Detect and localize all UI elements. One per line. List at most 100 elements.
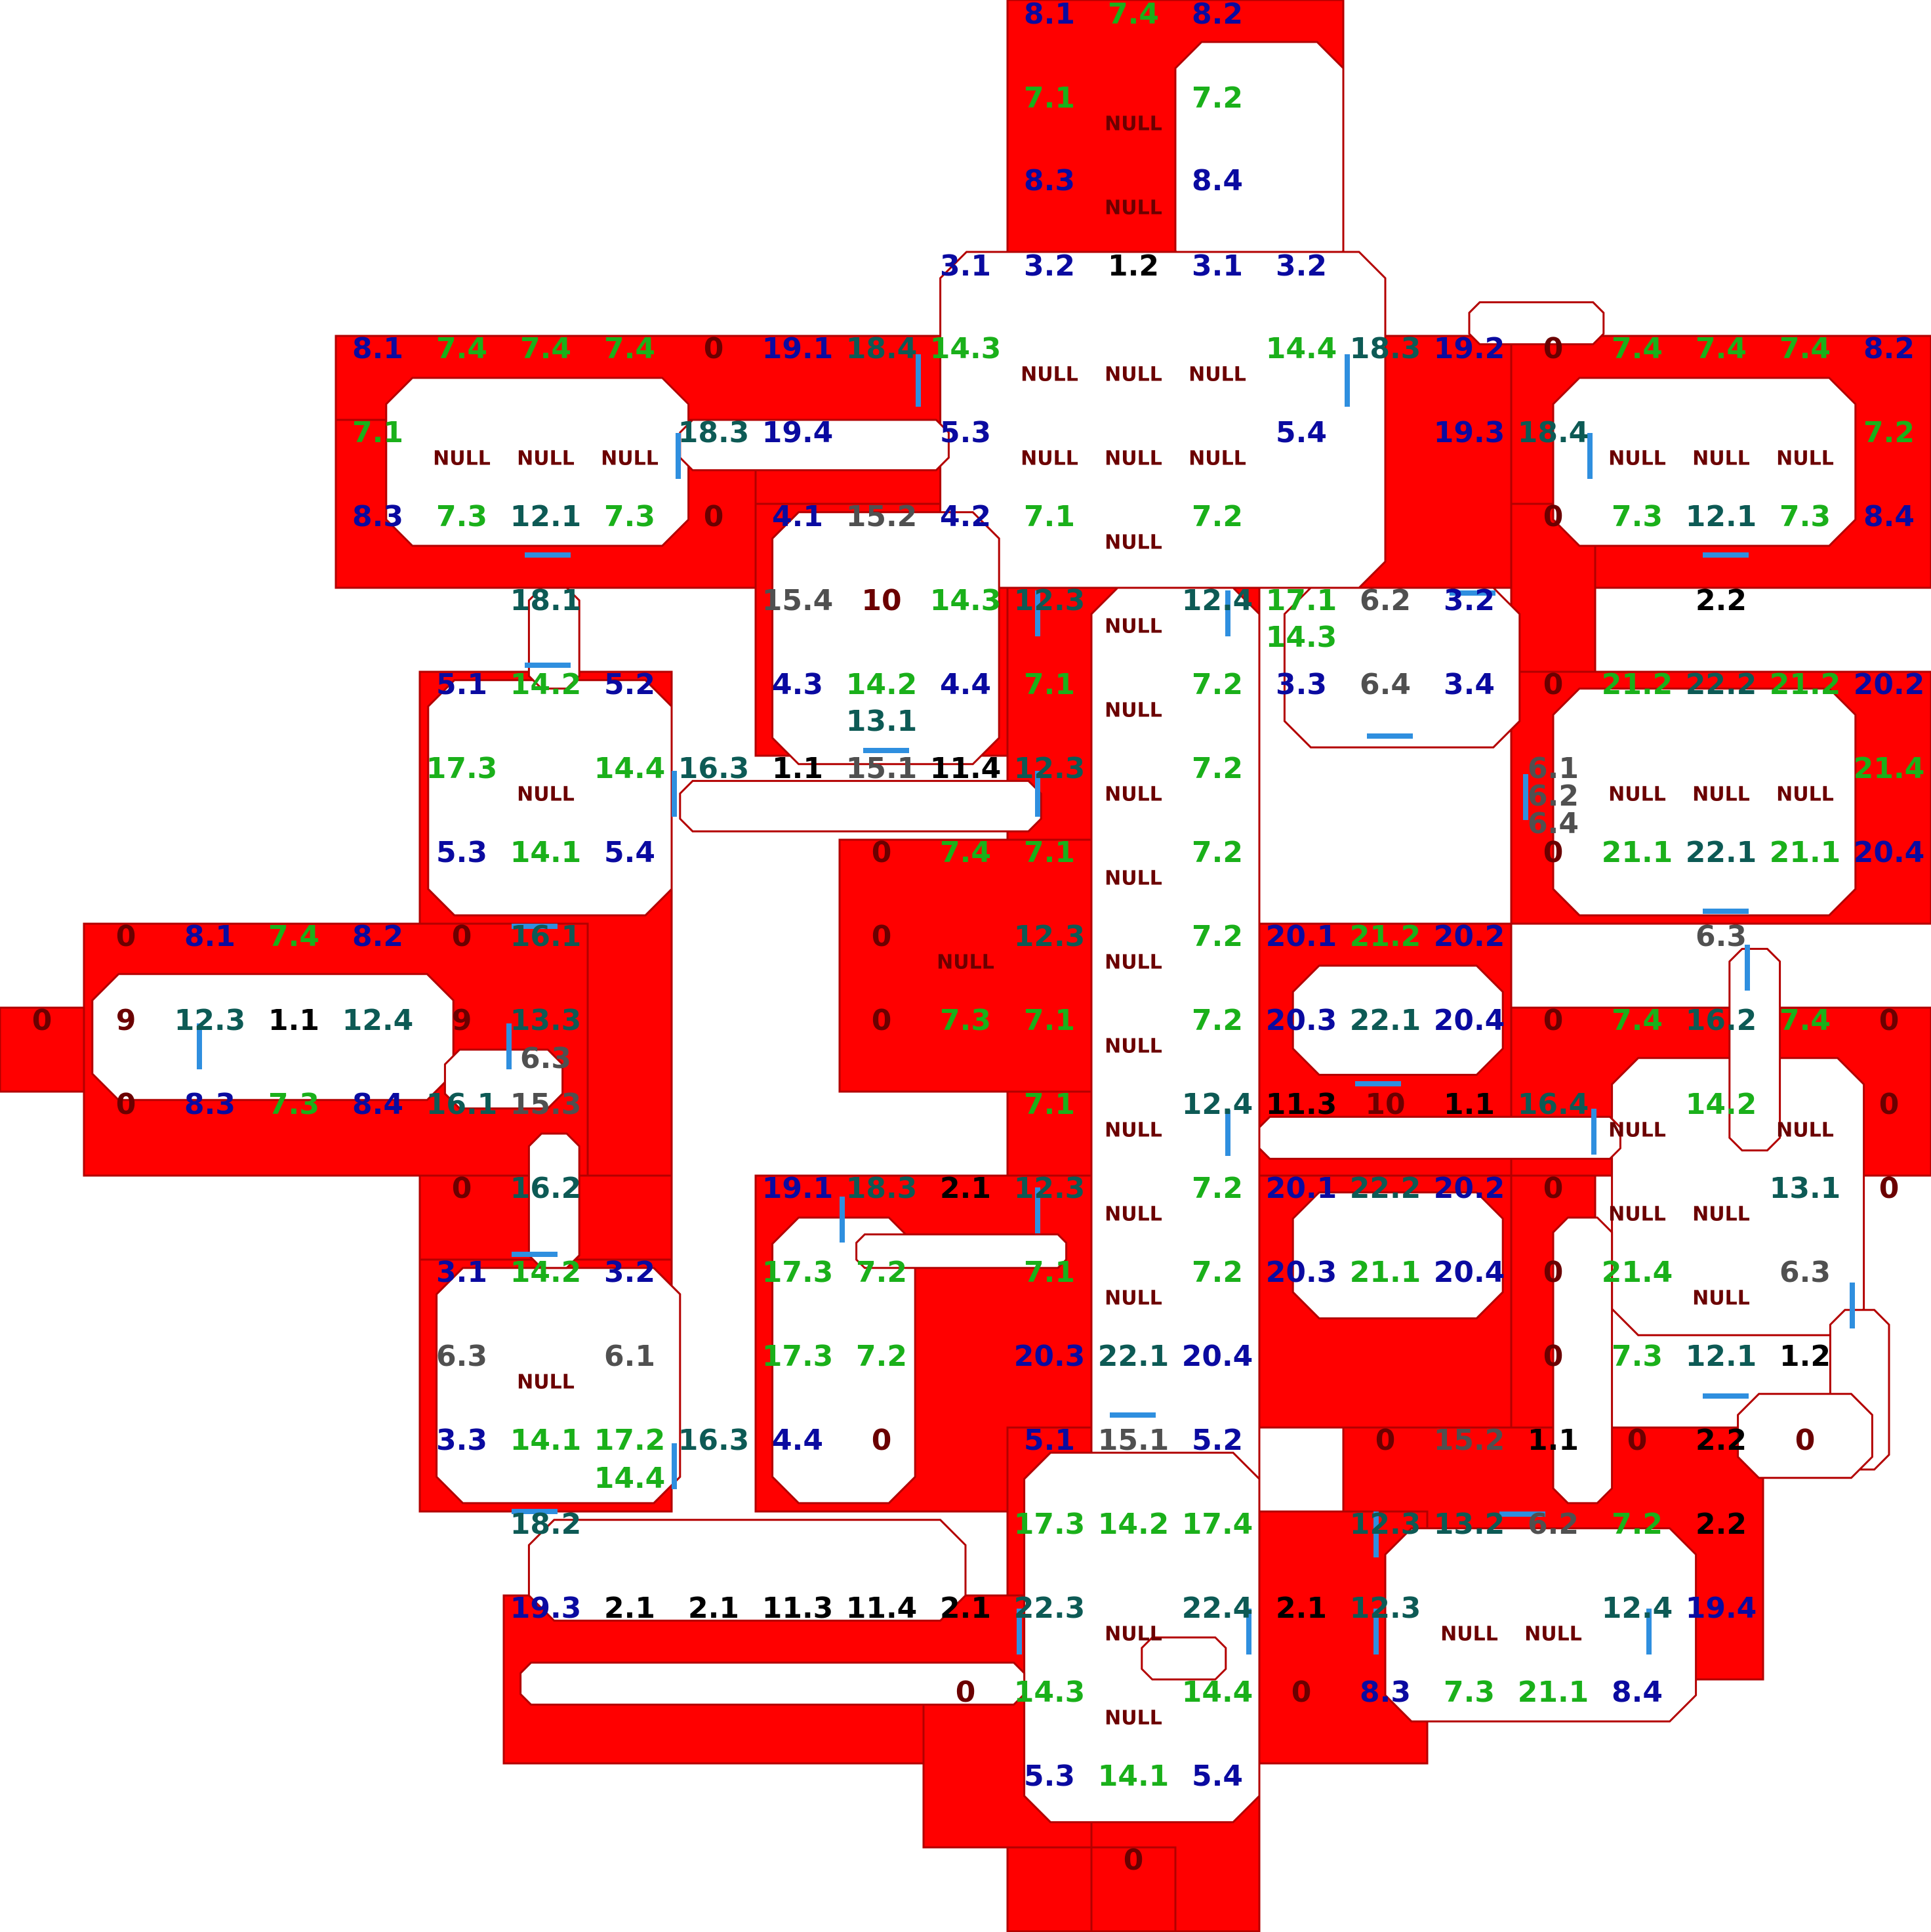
cell-label: 11.3 [1266, 1088, 1337, 1121]
room-floor [1283, 586, 1521, 749]
cell-label: 0 [1543, 836, 1564, 869]
cell-label: NULL [1608, 447, 1666, 470]
cell-label: 12.3 [1350, 1508, 1421, 1541]
door [1345, 354, 1350, 407]
cell-label: 19.3 [510, 1592, 582, 1625]
cell-label: 15.2 [1434, 1424, 1505, 1457]
cell-label: 0 [116, 1088, 136, 1121]
cell-label: 3.3 [1276, 668, 1327, 701]
door [1450, 590, 1495, 596]
cell-label: 6.3 [520, 1042, 571, 1075]
room-floor [1552, 1216, 1614, 1504]
cell-label: 7.2 [1863, 416, 1915, 449]
cell-label: 14.4 [1182, 1675, 1253, 1709]
cell-label: 14.2 [846, 668, 918, 701]
cell-label: 21.1 [1350, 1256, 1421, 1289]
cell-label: 18.3 [1350, 332, 1421, 365]
cell-label: 8.3 [184, 1088, 235, 1121]
cell-label: 5.3 [940, 416, 991, 449]
cell-label: NULL [517, 447, 575, 470]
cell-label: 0 [872, 836, 892, 869]
cell-label: 8.2 [352, 920, 403, 953]
room-floor [385, 377, 690, 547]
room-floor [519, 1661, 1026, 1706]
cell-label: 0 [1543, 668, 1564, 701]
cell-label: 15.2 [846, 500, 918, 533]
cell-label: 15.1 [846, 752, 918, 785]
cell-label: 17.3 [762, 1340, 834, 1373]
cell-label: 7.2 [1192, 1004, 1243, 1037]
cell-label: 7.1 [1024, 1004, 1075, 1037]
cell-label: NULL [601, 447, 659, 470]
cell-label: 17.2 [594, 1424, 666, 1457]
cell-label: 13.1 [1770, 1172, 1841, 1205]
cell-label: 0 [1543, 332, 1564, 365]
cell-label: 4.3 [772, 668, 823, 701]
cell-label: 2.1 [604, 1592, 655, 1625]
cell-label: 13.2 [1434, 1508, 1505, 1541]
cell-label: 16.1 [426, 1088, 498, 1121]
cell-label: 7.4 [1108, 0, 1159, 31]
cell-label: 14.3 [930, 332, 1002, 365]
cell-label: 14.1 [510, 836, 582, 869]
cell-label: 6.1 [1528, 752, 1579, 785]
cell-label: 6.2 [1528, 779, 1579, 813]
cell-label: 0 [704, 332, 724, 365]
floor-layer [91, 41, 1890, 1824]
cell-label: 14.1 [510, 1424, 582, 1457]
door [672, 1443, 677, 1489]
cell-label: 20.4 [1434, 1256, 1505, 1289]
cell-label: 5.3 [436, 836, 487, 869]
cell-label: 21.2 [1770, 668, 1841, 701]
door [840, 1197, 845, 1243]
cell-label: 6.4 [1528, 807, 1579, 840]
cell-label: NULL [1608, 1203, 1666, 1226]
cell-label: 7.3 [1612, 1340, 1663, 1373]
door [1523, 774, 1528, 820]
cell-label: 7.2 [1192, 500, 1243, 533]
cell-label: 2.1 [688, 1592, 739, 1625]
cell-label: 8.2 [1192, 0, 1243, 31]
cell-label: 17.1 [1266, 584, 1337, 617]
cell-label: NULL [1105, 363, 1162, 386]
cell-label: 5.1 [1024, 1424, 1075, 1457]
room-floor [1174, 41, 1345, 278]
cell-label: 4.4 [940, 668, 991, 701]
cell-label: NULL [1776, 1119, 1834, 1142]
cell-label: 22.2 [1686, 668, 1757, 701]
cell-label: 9 [116, 1004, 136, 1037]
cell-label: 7.2 [856, 1256, 907, 1289]
cell-label: 0 [1543, 500, 1564, 533]
cell-label: NULL [1776, 783, 1834, 806]
cell-label: 7.1 [1024, 1088, 1075, 1121]
cell-label: 5.2 [1192, 1424, 1243, 1457]
cell-label: NULL [937, 951, 994, 974]
cell-label: NULL [1105, 783, 1162, 806]
cell-label: 7.3 [940, 1004, 991, 1037]
cell-label: 5.4 [1276, 416, 1327, 449]
cell-label: 21.2 [1350, 920, 1421, 953]
cell-label: 21.1 [1518, 1675, 1589, 1709]
cell-label: 7.1 [1024, 500, 1075, 533]
cell-label: 10 [1365, 1088, 1405, 1121]
cell-label: 21.4 [1854, 752, 1925, 785]
cell-label: 0 [452, 920, 472, 953]
cell-label: 12.4 [342, 1004, 414, 1037]
cell-label: 7.1 [352, 416, 403, 449]
cell-label: NULL [1105, 1623, 1162, 1646]
cell-label: 22.1 [1350, 1004, 1421, 1037]
cell-label: NULL [1021, 363, 1078, 386]
cell-label: 7.1 [1024, 81, 1075, 115]
cell-label: NULL [1692, 1203, 1750, 1226]
room-floor [771, 1216, 916, 1504]
door [863, 748, 909, 753]
cell-label: 4.2 [940, 500, 991, 533]
door [1703, 1393, 1749, 1399]
cell-label: NULL [1692, 1287, 1750, 1310]
cell-label: 10 [861, 584, 901, 617]
door [1035, 771, 1040, 817]
cell-label: NULL [1692, 447, 1750, 470]
cell-label: 7.4 [520, 332, 571, 365]
cell-label: 12.4 [1602, 1592, 1673, 1625]
door [1225, 590, 1230, 636]
